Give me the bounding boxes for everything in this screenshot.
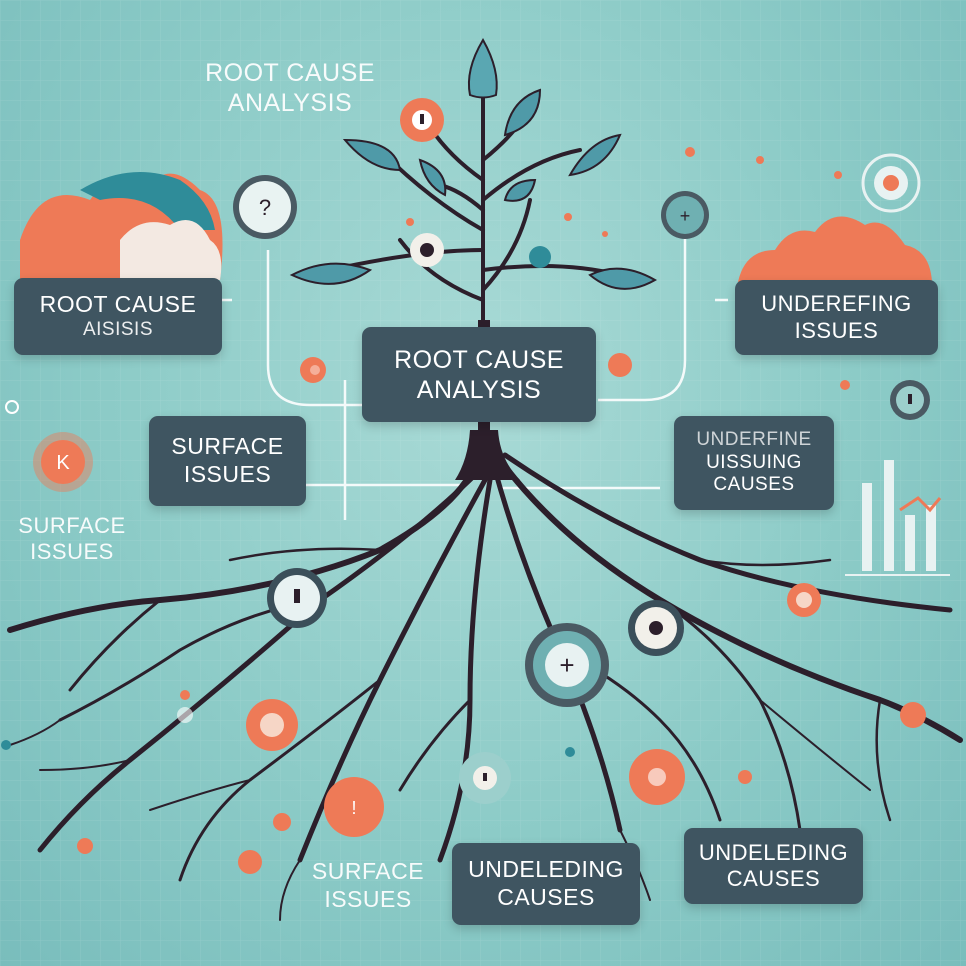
target-icon [861, 153, 921, 213]
connector-lines [222, 220, 728, 520]
bottom-surface-label: SURFACE ISSUES [311, 858, 425, 912]
exclamation-icon [246, 699, 298, 751]
gear-icon [629, 749, 685, 805]
center-root-cause-box: ROOT CAUSE ANALYSIS [362, 327, 596, 422]
tree-leaves [289, 38, 658, 290]
exclamation-icon [400, 98, 444, 142]
svg-text:+: + [559, 650, 574, 680]
decorative-dots [1, 147, 926, 874]
left-mid-box: SURFACE ISSUES [149, 416, 306, 506]
left-surface-label: SURFACE ISSUES [18, 513, 126, 565]
keyhole-icon [628, 600, 684, 656]
tree-trunk [455, 430, 520, 480]
exclamation-icon [787, 583, 821, 617]
exclamation-icon [267, 568, 327, 628]
cloud-icon [20, 172, 223, 280]
gear-icon: K [33, 432, 93, 492]
svg-text:!: ! [351, 798, 356, 818]
diagram-title: ROOT CAUSE ANALYSIS [205, 59, 375, 117]
bottom-center-box: UNDELEDING CAUSES [452, 843, 640, 925]
exclamation-icon [459, 752, 511, 804]
right-mid-box: UNDERFINE UISSUING CAUSES [674, 416, 834, 510]
lightbulb-icon: ! [324, 777, 384, 837]
svg-text:?: ? [259, 195, 271, 220]
plus-icon: + [525, 623, 609, 707]
bar-chart-icon [845, 460, 950, 576]
svg-text:+: + [680, 206, 691, 226]
keyhole-icon [410, 233, 444, 267]
svg-text:K: K [56, 452, 70, 474]
cloud-icon [738, 216, 932, 282]
plus-icon: + [661, 191, 709, 239]
left-top-box: ROOT CAUSE AISISIS [14, 278, 222, 355]
bottom-right-box: UNDELEDING CAUSES [684, 828, 863, 904]
lightbulb-icon: ? [233, 175, 297, 239]
right-top-box: UNDEREFING ISSUES [735, 280, 938, 355]
exclamation-icon [890, 380, 930, 420]
